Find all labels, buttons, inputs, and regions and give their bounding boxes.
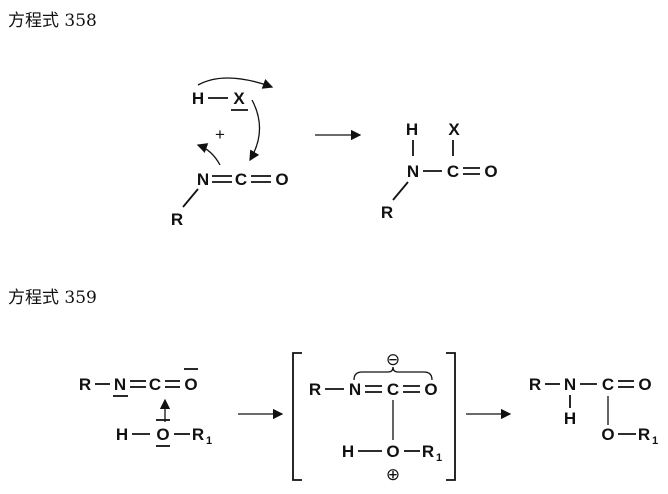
atom-c: C [387, 380, 399, 399]
equation-358-reactant: H X + N C O R [171, 77, 289, 229]
left-bracket [292, 352, 302, 481]
atom-o: O [275, 170, 288, 189]
atom-c: C [447, 162, 459, 181]
atom-r: R [529, 375, 541, 394]
atom-c: C [149, 375, 161, 394]
atom-o: O [184, 375, 197, 394]
atom-n: N [407, 162, 419, 181]
atom-o: O [386, 442, 399, 461]
atom-o: O [424, 380, 437, 399]
atom-r1: R [638, 425, 650, 444]
right-bracket [446, 352, 456, 481]
equation-359-product: R N C O H O R 1 [529, 375, 658, 447]
atom-c: C [235, 170, 247, 189]
atom-n: N [564, 375, 576, 394]
subscript: 1 [652, 435, 658, 447]
delocalization-brace [353, 366, 433, 381]
atom-o: O [484, 162, 497, 181]
atom-x: X [233, 89, 245, 108]
atom-n: N [114, 375, 126, 394]
atom-r: R [79, 375, 91, 394]
atom-h: H [116, 425, 128, 444]
plus-sign: + [215, 125, 225, 144]
atom-h: H [406, 120, 418, 139]
atom-o: O [601, 425, 614, 444]
equation-358-label: 方程式 358 [8, 11, 97, 31]
subscript: 1 [436, 452, 442, 464]
atom-r: R [381, 203, 393, 222]
equation-359-intermediate: ⊖ R N C O H O R 1 ⊕ [292, 350, 456, 484]
positive-charge: ⊕ [386, 465, 400, 484]
atom-o: O [156, 425, 169, 444]
atom-n: N [349, 380, 361, 399]
atom-x: X [448, 120, 460, 139]
curved-arrow [196, 143, 221, 166]
atom-r: R [309, 380, 321, 399]
equation-358-product: H X N C O R [381, 120, 498, 222]
equation-359-reactant: R N C O H O R 1 [79, 368, 212, 447]
equation-359-label: 方程式 359 [8, 288, 97, 308]
atom-h: H [564, 409, 576, 428]
atom-c: C [602, 375, 614, 394]
atom-r: R [171, 210, 183, 229]
curved-arrow [197, 77, 274, 89]
atom-r1: R [422, 442, 434, 461]
atom-o: O [638, 375, 651, 394]
atom-r1: R [192, 425, 204, 444]
subscript: 1 [206, 435, 212, 447]
atom-n: N [197, 170, 209, 189]
atom-h: H [342, 442, 354, 461]
atom-h: H [192, 89, 204, 108]
curved-arrow [249, 99, 261, 162]
negative-charge: ⊖ [386, 350, 400, 369]
